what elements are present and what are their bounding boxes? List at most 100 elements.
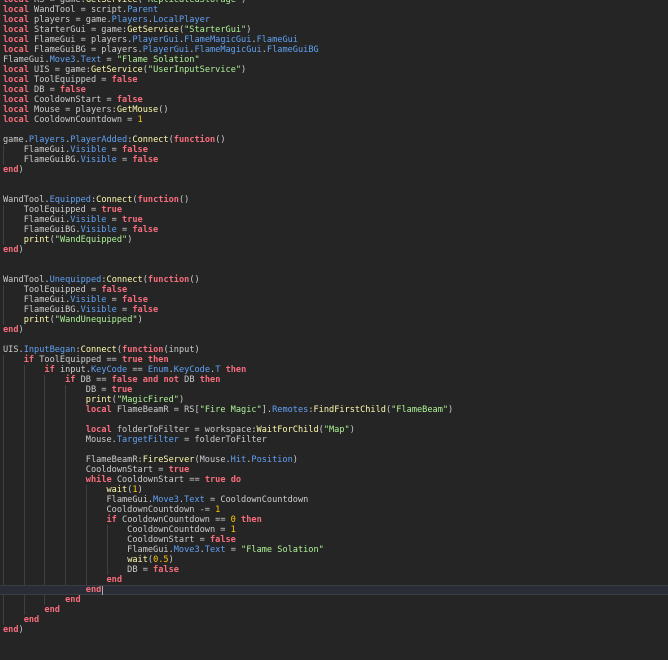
code-line[interactable]: CooldownStart = false <box>0 535 668 545</box>
code-line[interactable]: FlameGui.Visible = false <box>0 295 668 305</box>
code-line[interactable]: end <box>0 605 668 615</box>
code-line[interactable]: FlameBeamR:FireServer(Mouse.Hit.Position… <box>0 455 668 465</box>
code-line[interactable]: UIS.InputBegan:Connect(function(input) <box>0 345 668 355</box>
code-line[interactable]: if input.KeyCode == Enum.KeyCode.T then <box>0 365 668 375</box>
code-line[interactable]: print("MagicFired") <box>0 395 668 405</box>
code-token: Equipped <box>49 195 91 205</box>
code-token: Text <box>184 495 205 505</box>
code-token: ) <box>292 455 298 465</box>
code-token: ToolEquipped == <box>34 355 123 365</box>
code-line[interactable]: DB = true <box>0 385 668 395</box>
code-token: DB = <box>3 385 112 395</box>
code-line[interactable] <box>0 265 668 275</box>
code-line[interactable]: FlameGuiBG.Visible = false <box>0 305 668 315</box>
code-token <box>3 405 86 415</box>
code-token: DB = <box>3 565 154 575</box>
code-line[interactable]: FlameGuiBG.Visible = false <box>0 155 668 165</box>
code-line[interactable]: local players = game.Players.LocalPlayer <box>0 15 668 25</box>
code-token: end <box>44 605 60 615</box>
code-line[interactable]: print("WandEquipped") <box>0 235 668 245</box>
code-token: Connect <box>80 345 117 355</box>
code-line[interactable]: if DB == false and not DB then <box>0 375 668 385</box>
code-token <box>3 485 106 495</box>
code-token: ( <box>137 0 143 5</box>
code-line[interactable]: local FlameGuiBG = players.PlayerGui.Fla… <box>0 45 668 55</box>
code-token: 0 <box>230 515 236 525</box>
code-line[interactable] <box>0 335 668 345</box>
code-line[interactable]: local CooldownCountdown = 1 <box>0 115 668 125</box>
code-line[interactable]: end <box>0 585 668 595</box>
code-line[interactable]: WandTool.Equipped:Connect(function() <box>0 195 668 205</box>
code-line[interactable]: FlameGui.Move3.Text = "Flame Solation" <box>0 545 668 555</box>
code-line[interactable] <box>0 415 668 425</box>
code-token: . <box>178 35 185 45</box>
code-line[interactable]: local WandTool = script.Parent <box>0 5 668 15</box>
code-token: ( <box>49 315 55 325</box>
code-line[interactable]: end <box>0 595 668 605</box>
code-token: == <box>127 365 148 375</box>
code-token: then <box>225 365 247 375</box>
code-line[interactable]: CooldownStart = true <box>0 465 668 475</box>
code-line[interactable]: local RS = game:GetService("ReplicatedSt… <box>0 0 668 5</box>
code-line[interactable]: end) <box>0 325 668 335</box>
code-line[interactable]: FlameGui.Visible = false <box>0 145 668 155</box>
code-line[interactable]: local FlameBeamR = RS["Fire Magic"].Remo… <box>0 405 668 415</box>
code-line[interactable]: local UIS = game:GetService("UserInputSe… <box>0 65 668 75</box>
code-token: ( <box>49 235 55 245</box>
code-line[interactable] <box>0 125 668 135</box>
code-area[interactable]: local RS = game:GetService("ReplicatedSt… <box>0 0 668 635</box>
code-line[interactable]: local FlameGui = players.PlayerGui.Flame… <box>0 35 668 45</box>
code-line[interactable]: FlameGui.Move3.Text = CooldownCountdown <box>0 495 668 505</box>
code-token: and <box>142 375 159 385</box>
code-line[interactable]: local CooldownStart = false <box>0 95 668 105</box>
code-line[interactable]: local Mouse = players:GetMouse() <box>0 105 668 115</box>
code-token: ( <box>111 395 117 405</box>
code-line[interactable] <box>0 255 668 265</box>
code-token: local <box>3 95 29 105</box>
code-line[interactable]: CooldownCountdown -= 1 <box>0 505 668 515</box>
code-line[interactable]: wait(1) <box>0 485 668 495</box>
code-line[interactable]: ToolEquipped = true <box>0 205 668 215</box>
code-line[interactable]: wait(0.5) <box>0 555 668 565</box>
code-token: PlayerGui <box>132 35 179 45</box>
code-line[interactable]: FlameGuiBG.Visible = false <box>0 225 668 235</box>
code-line[interactable] <box>0 185 668 195</box>
code-line[interactable]: end <box>0 615 668 625</box>
code-line[interactable]: FlameGui.Visible = true <box>0 215 668 225</box>
code-line[interactable]: end) <box>0 625 668 635</box>
code-line[interactable] <box>0 445 668 455</box>
code-line[interactable]: while CooldownStart == true do <box>0 475 668 485</box>
code-token: false <box>132 225 159 235</box>
code-token: "Flame Solation" <box>116 55 200 65</box>
code-line[interactable]: CooldownCountdown = 1 <box>0 525 668 535</box>
code-token: function <box>137 195 179 205</box>
code-line[interactable]: end) <box>0 165 668 175</box>
code-line[interactable]: if ToolEquipped == true then <box>0 355 668 365</box>
indent-guide <box>44 375 46 605</box>
code-token: then <box>199 375 221 385</box>
code-token: ( <box>168 135 174 145</box>
code-line[interactable]: game.Players.PlayerAdded:Connect(functio… <box>0 135 668 145</box>
code-token: FlameGuiBG = players. <box>28 45 143 55</box>
code-line[interactable]: if CooldownCountdown == 0 then <box>0 515 668 525</box>
code-line[interactable]: end <box>0 575 668 585</box>
code-line[interactable]: local ToolEquipped = false <box>0 75 668 85</box>
code-token: KeyCode <box>90 365 128 375</box>
code-line[interactable]: print("WandUnequipped") <box>0 315 668 325</box>
code-line[interactable]: FlameGui.Move3.Text = "Flame Solation" <box>0 55 668 65</box>
code-token: . <box>210 365 216 375</box>
code-line[interactable]: local DB = false <box>0 85 668 95</box>
code-token: WandTool. <box>3 275 50 285</box>
code-token: while <box>85 475 112 485</box>
code-token: FlameGuiBG. <box>3 225 81 235</box>
code-line[interactable]: local folderToFilter = workspace:WaitFor… <box>0 425 668 435</box>
code-token <box>3 425 86 435</box>
code-line[interactable]: local StarterGui = game:GetService("Star… <box>0 25 668 35</box>
code-line[interactable]: DB = false <box>0 565 668 575</box>
code-line[interactable]: Mouse.TargetFilter = folderToFilter <box>0 435 668 445</box>
code-line[interactable]: WandTool.Unequipped:Connect(function() <box>0 275 668 285</box>
code-line[interactable]: ToolEquipped = false <box>0 285 668 295</box>
code-line[interactable]: end) <box>0 245 668 255</box>
code-line[interactable] <box>0 175 668 185</box>
